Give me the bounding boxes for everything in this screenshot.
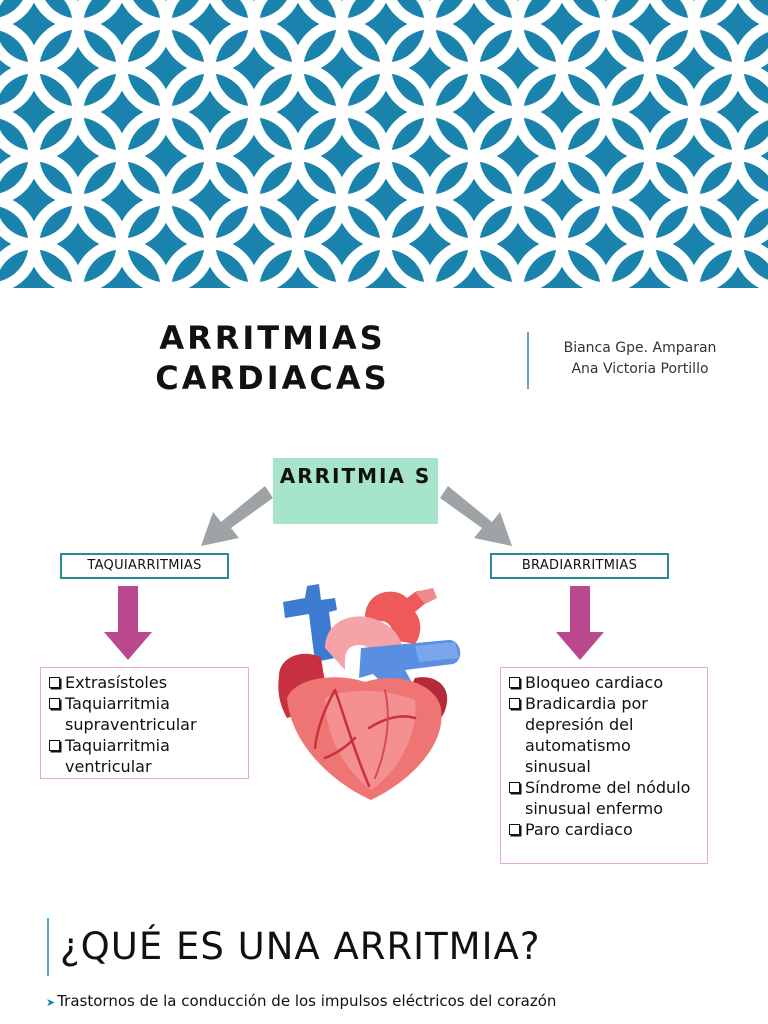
authors-block: Bianca Gpe. Amparan Ana Victoria Portill…: [540, 338, 740, 380]
tachyarrhythmias-list: Extrasístoles Taquiarritmia supraventric…: [40, 667, 249, 779]
arrow-down-right-icon: [556, 586, 604, 660]
category-bradyarrhythmias-label: BRADIARRITMIAS: [521, 558, 638, 573]
title-divider: [527, 332, 529, 389]
title-line-2: CARDIACAS: [155, 359, 390, 397]
list-item: Bradicardia por depresión del automatism…: [507, 693, 701, 777]
list-item: Bloqueo cardiaco: [507, 672, 701, 693]
bullet-arrow-icon: ➤: [46, 996, 56, 1009]
arrow-right-icon: [440, 486, 512, 546]
arrow-left-icon: [201, 486, 273, 546]
category-tachyarrhythmias: TAQUIARRITMIAS: [60, 553, 229, 579]
category-bradyarrhythmias: BRADIARRITMIAS: [490, 553, 669, 579]
list-item: Taquiarritmia ventricular: [47, 735, 242, 777]
author-1: Bianca Gpe. Amparan: [563, 340, 717, 356]
pattern-banner: [0, 0, 768, 288]
arrow-down-left-icon: [104, 586, 152, 660]
list-item: Paro cardiaco: [507, 819, 701, 840]
title-line-1: ARRITMIAS: [159, 319, 386, 357]
list-item: Extrasístoles: [47, 672, 242, 693]
definition-text: ➤Trastornos de la conducción de los impu…: [46, 991, 556, 1013]
heart-illustration: [278, 584, 461, 800]
slide-title: ARRITMIAS CARDIACAS: [100, 318, 445, 398]
list-item: Síndrome del nódulo sinusual enfermo: [507, 777, 701, 819]
list-item: Taquiarritmia supraventricular: [47, 693, 242, 735]
center-concept-box: ARRITMIA S: [273, 458, 438, 524]
category-tachyarrhythmias-label: TAQUIARRITMIAS: [87, 558, 202, 573]
section-divider: [47, 918, 49, 976]
bradyarrhythmias-list: Bloqueo cardiaco Bradicardia por depresi…: [500, 667, 708, 864]
section-heading: ¿QUÉ ES UNA ARRITMIA?: [60, 925, 541, 968]
center-concept-label: ARRITMIA S: [279, 464, 432, 488]
author-2: Ana Victoria Portillo: [571, 361, 709, 377]
definition-text-content: Trastornos de la conducción de los impul…: [57, 992, 557, 1010]
circle-pattern-graphic: [0, 0, 768, 288]
